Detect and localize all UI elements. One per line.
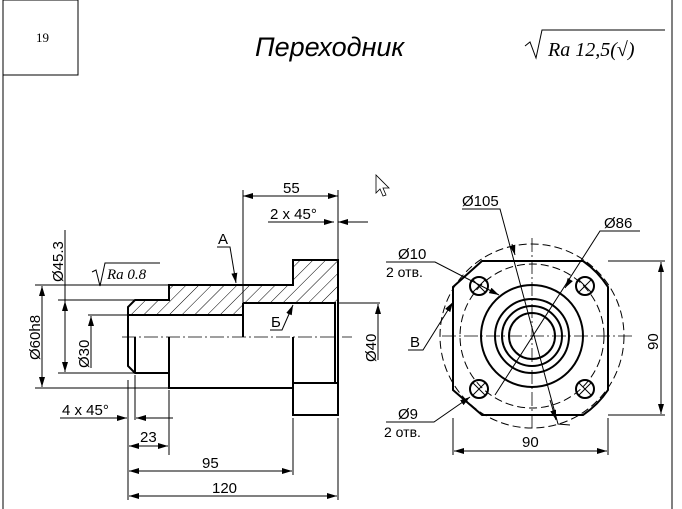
side-section-view: Ø60h8 Ø45.3 Ø30 Ø40 Ra 0.8 55 2 x 45° А … xyxy=(27,180,381,500)
dim-d10: Ø10 xyxy=(398,246,426,263)
front-view: 90 90 Ø105 Ø86 Ø10 2 отв. Ø9 2 отв. В xyxy=(384,193,665,455)
sheet-number: 19 xyxy=(36,30,49,45)
svg-text:Ra 0.8: Ra 0.8 xyxy=(106,267,147,283)
dim-d45-3: Ø45.3 xyxy=(50,241,67,282)
dim-d9: Ø9 xyxy=(398,406,418,423)
dim-d30: Ø30 xyxy=(76,340,93,368)
label-surface-b: Б xyxy=(271,314,281,331)
label-surface-v: В xyxy=(410,334,420,351)
holes-count-2: 2 отв. xyxy=(384,424,421,440)
dim-width-90: 90 xyxy=(522,434,539,451)
holes-count-1: 2 отв. xyxy=(386,264,423,280)
dim-95: 95 xyxy=(202,455,219,472)
dim-120: 120 xyxy=(212,480,237,497)
dim-height-90: 90 xyxy=(645,333,662,350)
mouse-cursor-icon xyxy=(375,174,390,197)
dim-55: 55 xyxy=(283,180,300,197)
dim-chamfer-2x45: 2 x 45° xyxy=(270,206,317,223)
general-roughness: Ra 12,5(√) xyxy=(524,29,665,61)
dim-d86: Ø86 xyxy=(604,215,632,232)
dim-d105: Ø105 xyxy=(462,193,499,210)
svg-text:Ra 12,5(√): Ra 12,5(√) xyxy=(547,39,635,61)
dim-23: 23 xyxy=(140,429,157,446)
bolt-holes xyxy=(469,276,595,399)
roughness-ra08: Ra 0.8 xyxy=(91,262,160,287)
dim-chamfer-4x45: 4 x 45° xyxy=(62,402,109,419)
drawing-title: Переходник xyxy=(255,32,405,62)
dim-d40: Ø40 xyxy=(363,334,380,362)
dim-d60h8: Ø60h8 xyxy=(27,315,44,360)
label-surface-a: А xyxy=(218,231,228,248)
